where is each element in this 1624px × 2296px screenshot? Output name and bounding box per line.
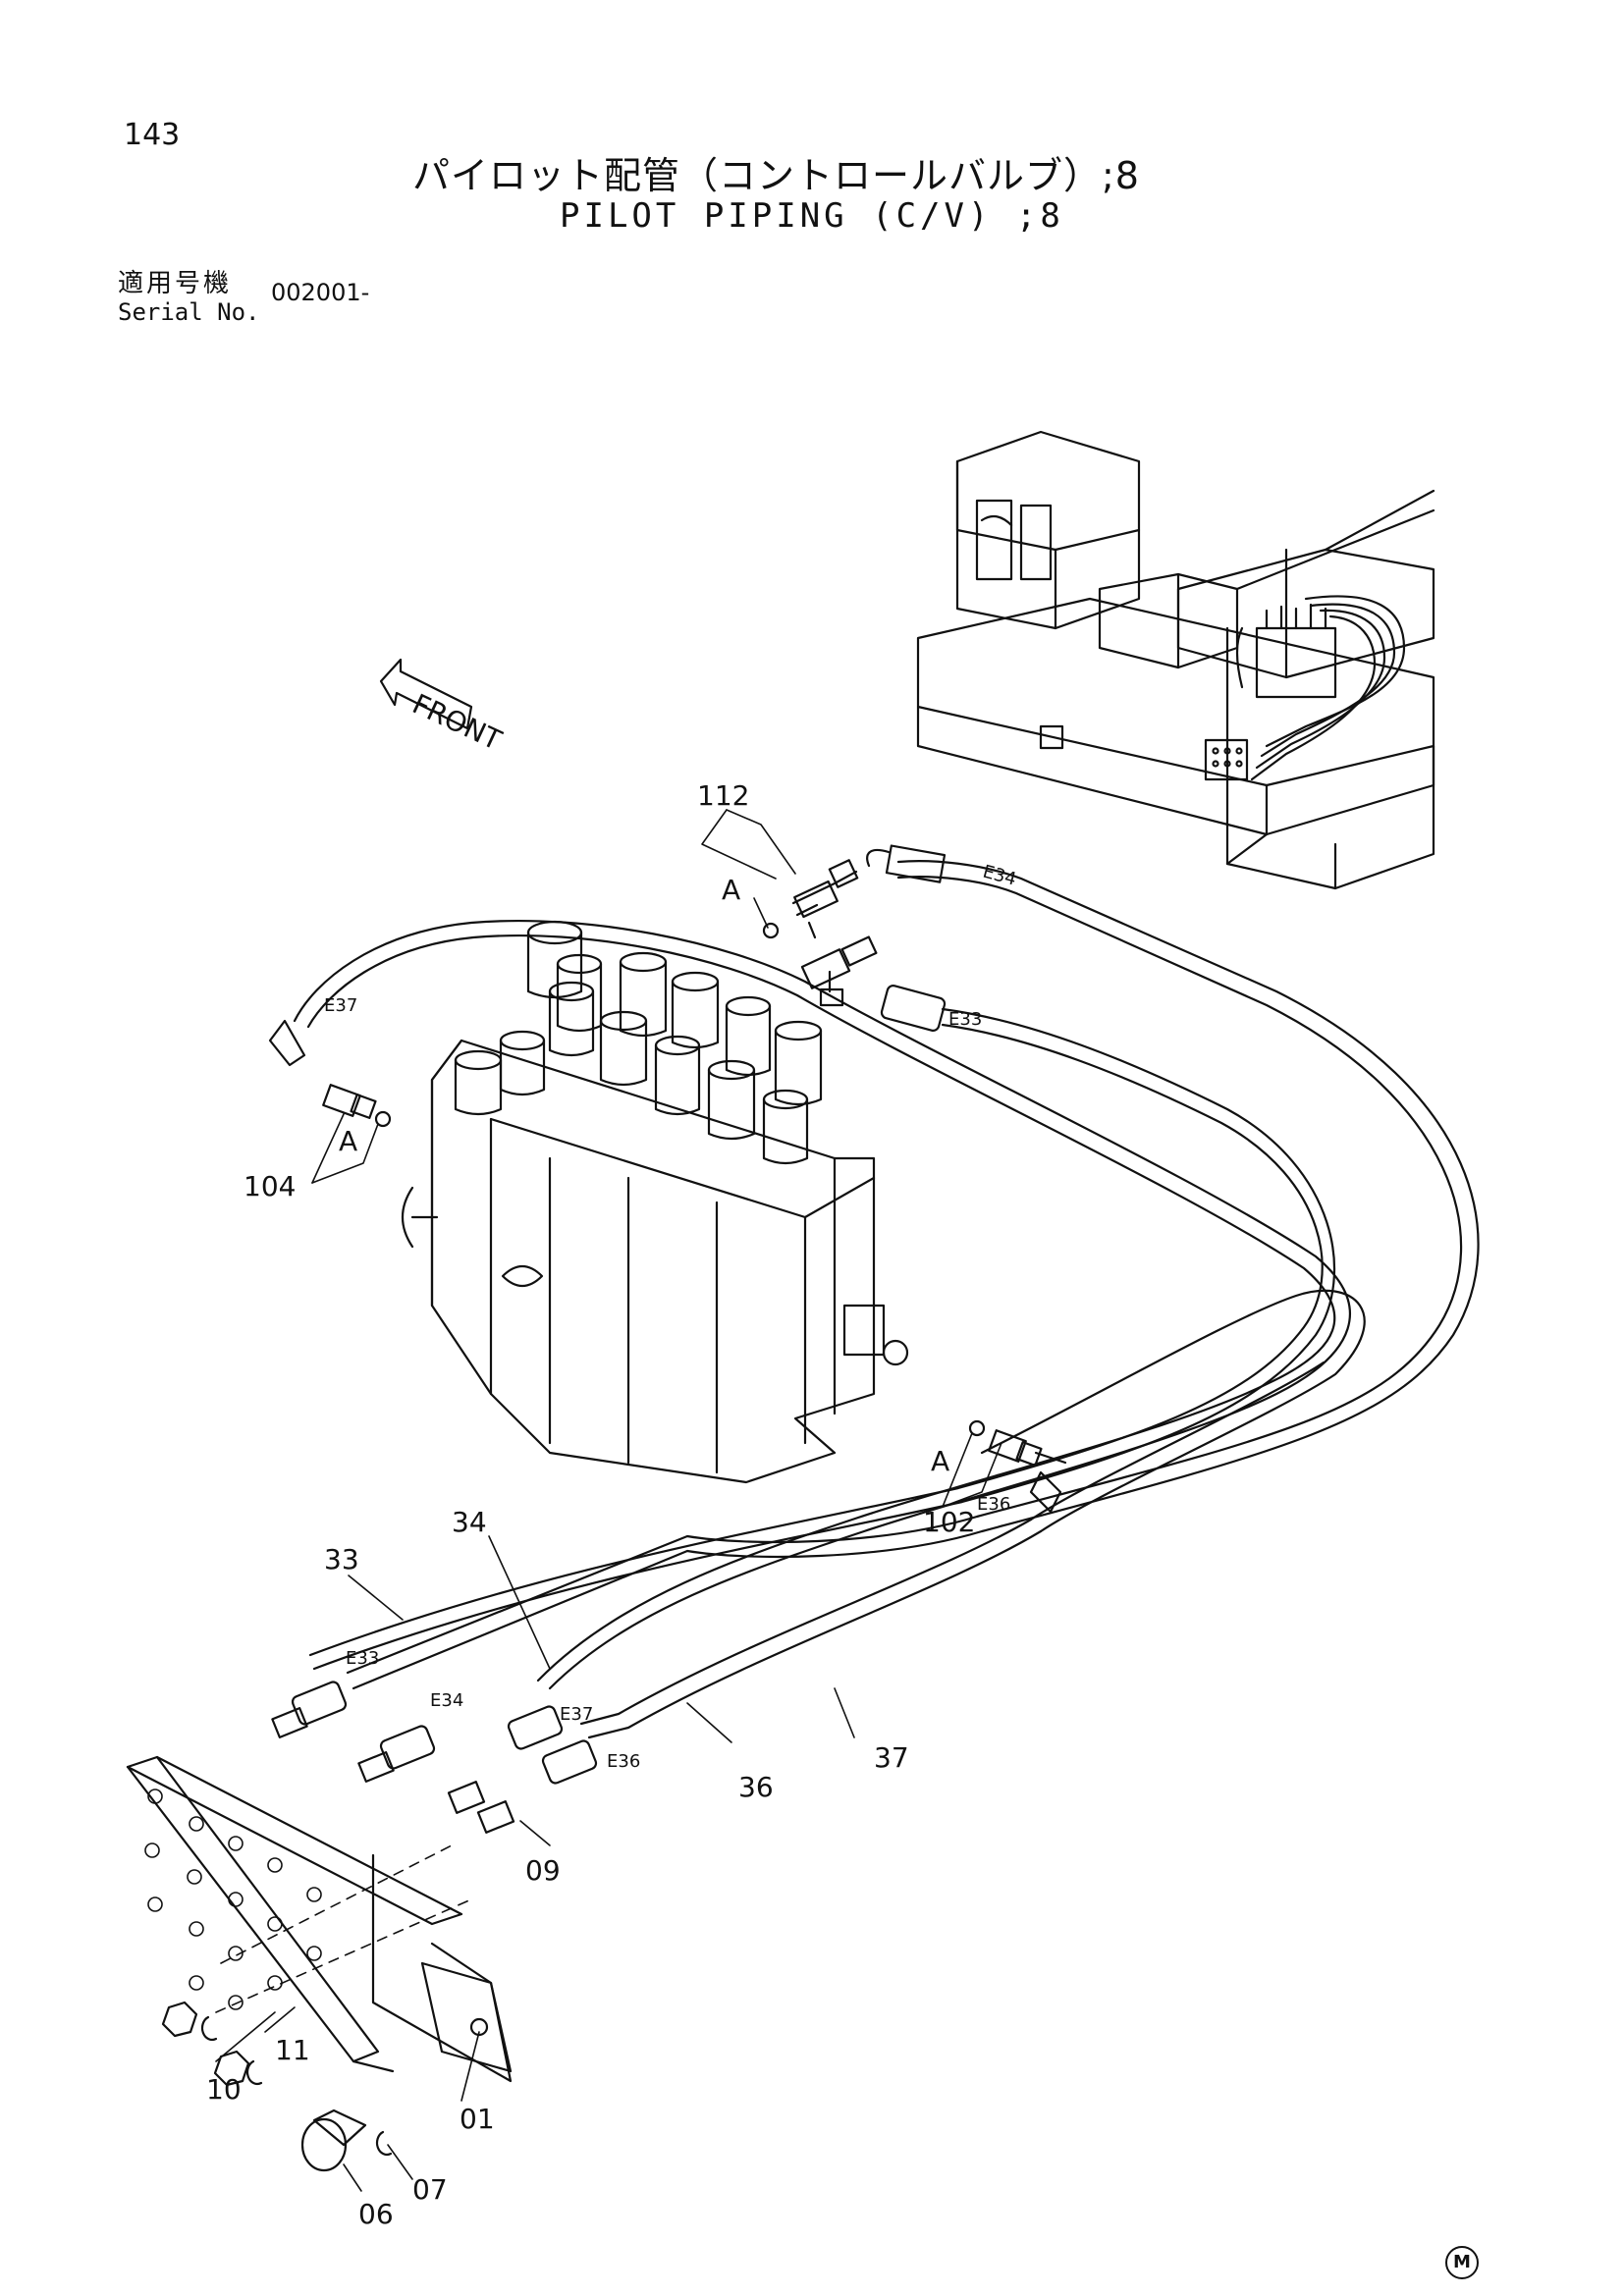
port-a-label-top: A xyxy=(722,874,740,906)
hose-e33 xyxy=(308,985,1335,1671)
leader-lines xyxy=(215,809,1002,2192)
part-number-06: 06 xyxy=(358,2198,394,2230)
page-number: 143 xyxy=(124,118,181,152)
serial-label-english: Serial No. xyxy=(118,298,260,326)
port-a-label-left: A xyxy=(339,1125,357,1157)
front-arrow-icon xyxy=(379,658,473,730)
part-number-37: 37 xyxy=(874,1741,909,1774)
serial-label-japanese: 適用号機 xyxy=(118,269,233,298)
part-number-36: 36 xyxy=(738,1771,774,1803)
bracket-plate xyxy=(126,1755,513,2083)
hardware xyxy=(161,2001,393,2172)
hose-label-e36-bottom: E36 xyxy=(607,1751,640,1772)
part-number-11: 11 xyxy=(275,2034,310,2066)
control-valve-body xyxy=(402,920,909,1484)
part-number-104: 104 xyxy=(244,1170,296,1202)
hose-e34 xyxy=(346,844,1480,1690)
manufacturer-mark-icon: M xyxy=(1445,2246,1479,2279)
port-a-label-right: A xyxy=(931,1445,949,1477)
part-number-112: 112 xyxy=(697,779,749,812)
hose-end-fittings xyxy=(271,1681,598,1834)
hose-label-e33-top: E33 xyxy=(948,1009,982,1030)
front-label: FRONT xyxy=(407,687,507,757)
hose-e37 xyxy=(268,920,1351,1690)
hose-label-e34-bottom: E34 xyxy=(430,1690,463,1711)
hose-label-e36-top: E36 xyxy=(977,1494,1010,1515)
hose-label-e34-top: E34 xyxy=(981,862,1019,890)
title-english: PILOT PIPING (C/V) ;8 xyxy=(560,196,1064,236)
part-number-34: 34 xyxy=(452,1506,487,1538)
part-number-07: 07 xyxy=(412,2173,448,2206)
part-number-33: 33 xyxy=(324,1543,359,1575)
part-number-10: 10 xyxy=(206,2073,242,2106)
hose-label-e33-bottom: E33 xyxy=(346,1648,379,1669)
part-number-102: 102 xyxy=(923,1506,975,1538)
hose-label-e37-top: E37 xyxy=(324,995,357,1016)
part-number-01: 01 xyxy=(460,2103,495,2135)
hose-e36 xyxy=(579,1289,1366,1739)
serial-range: 002001- xyxy=(271,279,370,306)
part-number-09: 09 xyxy=(525,1854,561,1887)
title-japanese: パイロット配管（コントロールバルブ）;8 xyxy=(412,154,1140,197)
hose-label-e37-bottom: E37 xyxy=(560,1704,593,1725)
port-a-fittings xyxy=(322,859,1067,1467)
machine-overview-illustration xyxy=(916,430,1435,890)
